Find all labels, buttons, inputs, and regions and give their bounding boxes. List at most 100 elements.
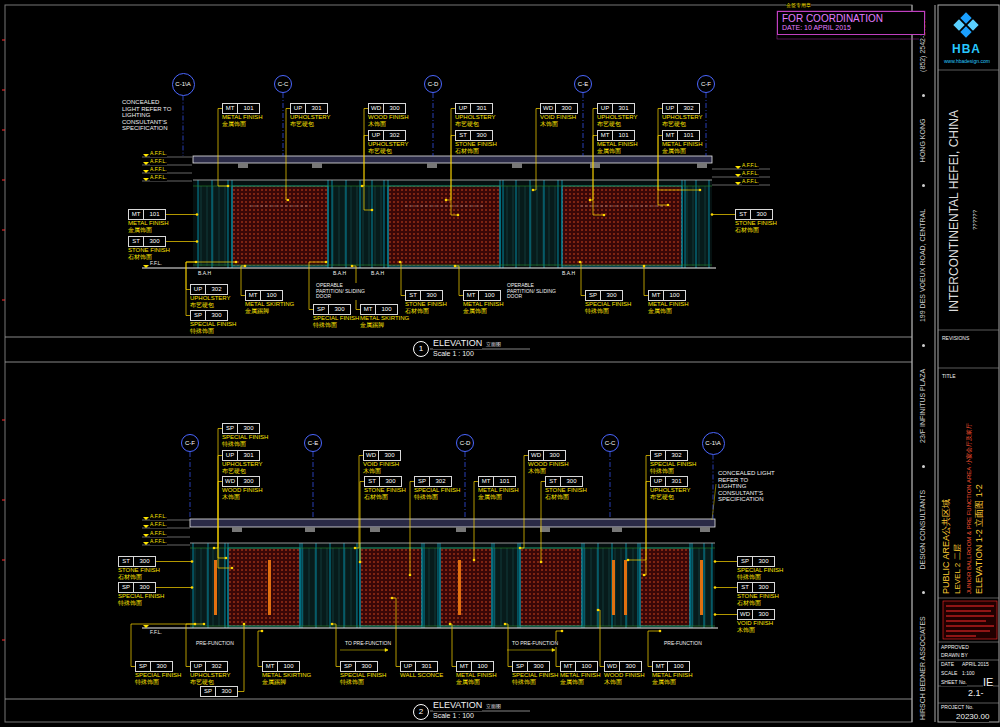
drawing-part	[953, 19, 964, 30]
drawing-part	[198, 180, 709, 268]
separator-dot	[922, 94, 925, 97]
tag-box: ST300	[737, 582, 775, 593]
grid-bubble: C-1\A	[702, 432, 725, 455]
material-code: MT	[263, 662, 278, 671]
finish-description: 木饰面	[540, 121, 558, 128]
material-code: MT	[361, 305, 376, 314]
material-code: ST	[406, 291, 421, 300]
finish-tag: ST300STONE FINISH石材饰面	[735, 209, 777, 233]
annotation: A.F.F.L.	[150, 539, 167, 545]
finish-description: 特殊饰面	[222, 441, 246, 448]
tag-box: ST300	[128, 236, 166, 247]
tag-box: UP301	[455, 103, 493, 114]
material-number: 300	[206, 311, 227, 320]
tag-box: UP301	[650, 476, 688, 487]
finish-tag: MT100METAL FINISH金属饰面	[560, 661, 601, 685]
tag-box: SP300	[135, 661, 173, 672]
grid-line	[183, 96, 184, 157]
grid-label: C-F	[701, 81, 711, 87]
leader-line	[166, 241, 197, 242]
material-number: 100	[472, 662, 493, 671]
drawing-part	[5, 337, 912, 338]
material-code: MT	[649, 291, 664, 300]
finish-tag: WD300VOID FINISH木饰面	[540, 103, 578, 127]
finish-tag: MT100METAL FINISH金属饰面	[456, 661, 497, 685]
material-code: MT	[464, 291, 479, 300]
separator-dot	[922, 465, 925, 468]
finish-description: 金属饰面	[456, 679, 480, 686]
material-code: WD	[605, 662, 620, 671]
finish-tag: WD300WOOD FINISH木饰面	[368, 103, 409, 127]
tag-box: MT100	[262, 661, 300, 672]
finish-tag: WD300WOOD FINISH木饰面	[222, 476, 263, 500]
drawing-part	[388, 186, 500, 266]
material-code: UP	[401, 662, 416, 671]
finish-description: 布艺硬包	[222, 468, 246, 475]
material-code: SP	[314, 305, 329, 314]
finish-tag: WD300WOOD FINISH木饰面	[604, 661, 645, 685]
leader-dot	[331, 623, 334, 626]
view-number: 2	[413, 704, 429, 720]
material-number: 300	[380, 477, 401, 486]
drawing-part	[953, 12, 978, 37]
material-number: 301	[666, 477, 687, 486]
drawing-part	[503, 186, 558, 266]
annotation: Scale 1 : 100	[433, 712, 474, 720]
finish-description: 金属踢脚	[262, 679, 286, 686]
finish-tag: MT100METAL FINISH金属饰面	[648, 290, 689, 314]
annotation: A.F.F.L.	[742, 163, 759, 169]
drawing-part	[735, 166, 741, 185]
grid-label: C-E	[578, 81, 588, 87]
annotation: 会签专用章	[786, 3, 811, 9]
leader-dot	[454, 265, 457, 268]
drawing-part	[193, 180, 712, 268]
address-text: HIRSCH BEDNER ASSOCIATES	[919, 616, 927, 720]
drawing-part	[440, 548, 492, 626]
material-code: SP	[651, 451, 666, 460]
material-number: 100	[376, 305, 397, 314]
finish-tag: SP300SPECIAL FINISH特殊饰面	[340, 661, 386, 685]
finish-tag: ST300STONE FINISH石材饰面	[128, 236, 170, 260]
leader-line	[156, 587, 192, 588]
tag-box: UP301	[222, 450, 260, 461]
finish-description: 石材饰面	[735, 227, 759, 234]
finish-tag: WD300VOID FINISH木饰面	[363, 450, 401, 474]
leader-line	[166, 214, 197, 215]
tag-box: UP302	[190, 661, 228, 672]
leader-line	[238, 624, 244, 692]
leader-dot	[361, 185, 364, 188]
finish-description: 木饰面	[222, 494, 240, 501]
leader-dot	[473, 559, 476, 562]
stamp-date: DATE: 10 APRIL 2015	[782, 24, 920, 32]
annotation: SHEET No.	[941, 680, 967, 686]
leader-dot	[399, 261, 402, 264]
annotation: A.F.F.L.	[150, 167, 167, 173]
tag-box: ST300	[455, 130, 493, 141]
grid-bubble: C-1\A	[172, 73, 195, 96]
finish-description: 金属饰面	[478, 494, 502, 501]
material-code: SP	[341, 662, 356, 671]
leader-line	[590, 109, 597, 201]
finish-description: 布艺硬包	[290, 121, 314, 128]
tag-box: UP301	[597, 103, 635, 114]
material-code: MT	[457, 662, 472, 671]
tag-box: ST300	[545, 476, 583, 487]
material-code: ST	[119, 557, 134, 566]
drawing-part	[193, 186, 712, 265]
material-number: 302	[678, 104, 699, 113]
finish-description: 金属饰面	[222, 121, 246, 128]
finish-description: 特殊饰面	[118, 600, 142, 607]
material-code: SP	[513, 662, 528, 671]
material-number: 300	[238, 424, 259, 433]
leader-dot	[540, 561, 543, 564]
tag-box: WD300	[368, 103, 406, 114]
finish-tag: ST300STONE FINISH石材饰面	[405, 290, 447, 314]
material-code: SP	[191, 311, 206, 320]
finish-tag: SP300SPECIAL FINISH特殊饰面	[737, 556, 783, 580]
material-code: MT	[653, 662, 668, 671]
drawing-part	[912, 5, 913, 722]
grid-label: C-C	[605, 440, 616, 446]
tag-box: SP300	[737, 556, 775, 567]
annotation: DATE	[941, 662, 954, 668]
material-code: WD	[738, 610, 753, 619]
